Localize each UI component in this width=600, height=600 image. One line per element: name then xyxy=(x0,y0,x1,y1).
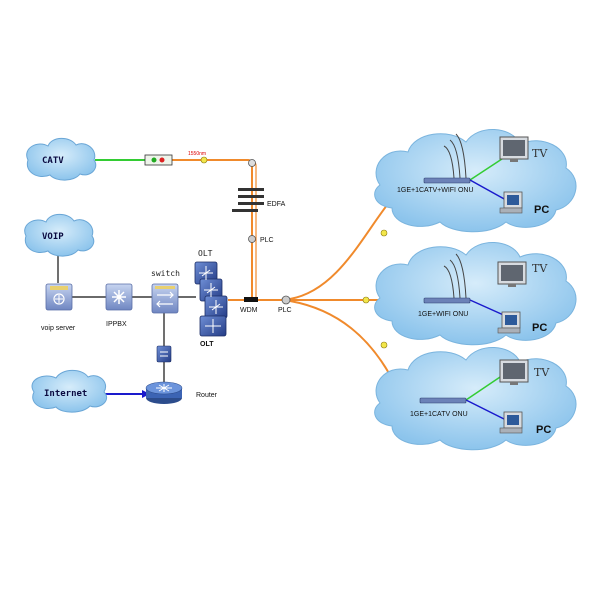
olt-top-label: OLT xyxy=(198,249,213,258)
access-switch xyxy=(156,345,172,363)
voip-cloud: VOIP xyxy=(24,213,95,257)
customer-site-2: 1GE+WIFI ONU TV PC xyxy=(418,253,548,334)
tv-icon xyxy=(497,261,527,287)
tv-3-label: TV xyxy=(534,366,550,379)
fiber-vertical xyxy=(247,159,253,300)
switch xyxy=(151,283,179,314)
internet-label: Internet xyxy=(44,389,87,399)
wdm-device xyxy=(244,297,258,302)
edfa-amplifier xyxy=(232,188,264,212)
router-label: Router xyxy=(196,392,218,399)
plc-lower-icon xyxy=(281,295,291,305)
onu-2-label: 1GE+WIFI ONU xyxy=(418,311,468,318)
connector-icon xyxy=(380,229,388,237)
connector-icon xyxy=(380,341,388,349)
connector-icon xyxy=(200,156,208,164)
voip-server-label: voip server xyxy=(41,325,76,332)
onu-1-label: 1GE+1CATV+WIFI ONU xyxy=(397,187,474,194)
ippbx xyxy=(105,283,133,311)
olt xyxy=(194,261,228,337)
pc-icon xyxy=(499,411,523,434)
edfa-label: EDFA xyxy=(267,201,286,208)
ippbx-label: IPPBX xyxy=(106,321,127,328)
plc-upper-label: PLC xyxy=(260,237,274,244)
pc-icon xyxy=(499,191,523,214)
voip-label: VOIP xyxy=(42,232,64,242)
pc-3-label: PC xyxy=(536,424,551,436)
coupler-icon xyxy=(248,159,256,167)
onu-3-label: 1GE+1CATV ONU xyxy=(410,411,468,418)
voip-server xyxy=(45,283,73,311)
plc-upper-icon xyxy=(248,235,256,243)
internet-cloud: Internet xyxy=(31,369,108,413)
plc-lower-label: PLC xyxy=(278,307,292,314)
customer-cloud-1 xyxy=(374,129,577,233)
customer-site-1: 1GE+1CATV+WIFI ONU TV PC xyxy=(397,133,549,216)
tv-1-label: TV xyxy=(532,147,548,160)
customer-site-3: 1GE+1CATV ONU TV PC xyxy=(410,359,551,436)
tv-icon xyxy=(499,136,529,162)
catv-label: CATV xyxy=(42,156,64,166)
wdm-label: WDM xyxy=(240,307,258,314)
connector-icon xyxy=(362,296,370,304)
catv-cloud: CATV xyxy=(26,137,97,181)
pc-2-label: PC xyxy=(532,322,547,334)
fiber-to-onu-1 xyxy=(289,194,396,300)
tv-2-label: TV xyxy=(532,262,548,275)
olt-bottom-label: OLT xyxy=(200,341,214,348)
wavelength-label: 1550nm xyxy=(188,151,206,157)
tv-icon xyxy=(499,359,529,385)
optical-transmitter xyxy=(144,154,173,166)
pc-icon xyxy=(497,311,521,334)
switch-label: switch xyxy=(151,269,180,278)
router xyxy=(145,381,183,404)
pc-1-label: PC xyxy=(534,204,549,216)
